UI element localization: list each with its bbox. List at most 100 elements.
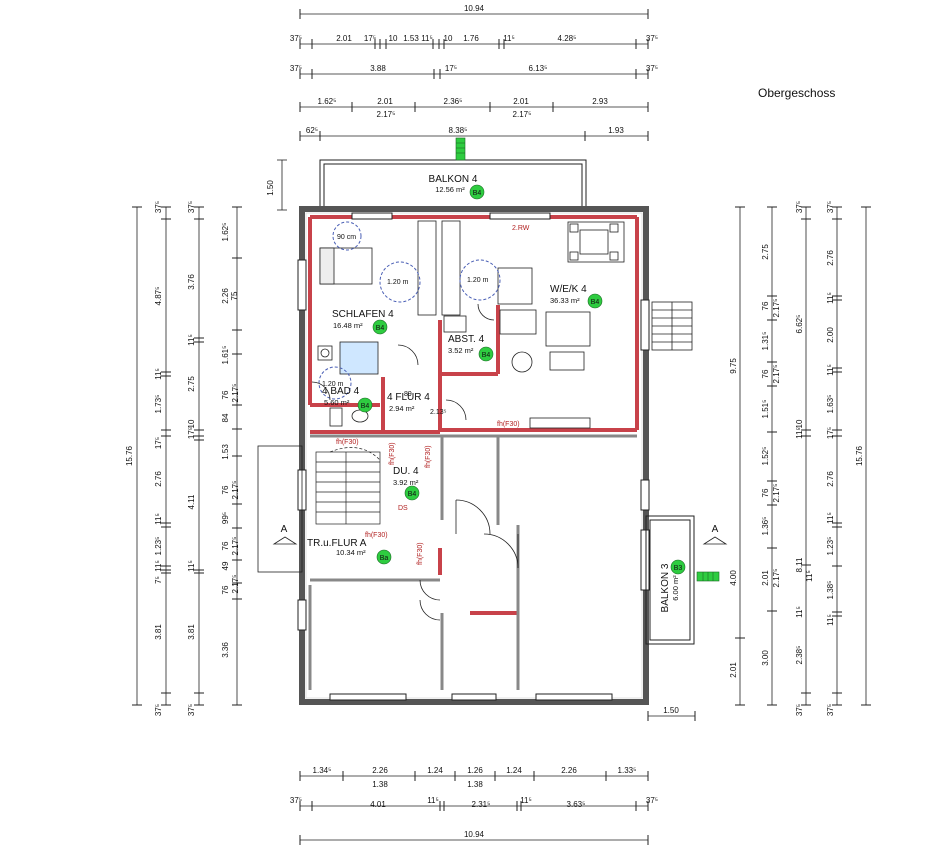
dim-right-c2b: 2.17⁵ [772, 569, 781, 588]
dim-bottom-r2: 37⁵ [646, 796, 658, 805]
dim-top-r2: 17⁵ [364, 34, 376, 43]
dim-left-c2: 1.23⁵ [154, 537, 163, 556]
dim-left-c3: 11⁵ [187, 560, 196, 572]
right-dimension-texts: 9.75 4.00 2.01 2.75 76 1.31⁵ 76 1.51⁵ 1.… [729, 201, 864, 716]
dim-top-r4: 2.93 [592, 97, 608, 106]
room-name-du: DU. 4 [393, 466, 419, 477]
left-dimension-texts: 15.76 37⁵ 4.87⁵ 11⁵ 1.73⁵ 17⁵ 2.76 11⁵ 1… [125, 201, 240, 716]
dim-left-c4: 2.26 [221, 288, 230, 304]
dim-top-r4b: 2.17⁵ [513, 110, 532, 119]
dim-left-c2: 1.73⁵ [154, 395, 163, 414]
dim-right-c3: 8.11 [795, 557, 804, 573]
top-dimensions [299, 9, 649, 141]
room-area-balkon4: 12.56 m² [435, 185, 465, 194]
dim-top-r4: 2.01 [513, 97, 529, 106]
svg-text:B3: B3 [674, 565, 683, 572]
dim-balcony-depth-top: 1.50 [266, 180, 275, 196]
dim-bottom-r1: 1.26 [467, 766, 483, 775]
misc-labels: 90 cm 1.20 m 1.20 m 1.20 m 2.RW fh(F30) … [322, 225, 530, 565]
dim-top-total: 10.94 [464, 4, 485, 13]
dim-left-c2: 2.76 [154, 471, 163, 487]
dim-right-c4: 1.63⁵ [826, 395, 835, 414]
dim-left-c2: 11⁵ [154, 560, 163, 572]
room-area-trflur: 10.34 m² [336, 548, 366, 557]
dim-right-c3: 11⁵ [795, 427, 804, 439]
label-rw: 2.RW [512, 225, 530, 232]
dim-right-c4: 1.38⁵ [826, 581, 835, 600]
room-area-du: 3.92 m² [393, 478, 419, 487]
dim-right-c4: 11⁵ [826, 512, 835, 524]
label-door-213: 2.13⁵ [430, 409, 447, 416]
dim-right-c2: 2.75 [761, 244, 770, 260]
dim-left-c3: 11⁵ [187, 334, 196, 346]
dim-right-c4: 11⁵ [826, 614, 835, 626]
label-radius-3: 1.20 m [322, 381, 344, 388]
room-area-abst: 3.52 m² [448, 346, 474, 355]
dim-right-c2: 3.00 [761, 650, 770, 666]
top-dimension-texts: 10.94 37⁵ 2.01 17⁵ 10 1.53 11⁵ 10 1.76 1… [290, 4, 658, 135]
room-area-flur: 2.94 m² [389, 404, 415, 413]
dim-left-c4: 49 [221, 561, 230, 570]
dim-right-c3: 37⁵ [795, 201, 804, 213]
room-name-trflur: TR.u.FLUR A [307, 538, 367, 549]
dim-top-r2: 10 [389, 34, 398, 43]
room-name-flur: 4 FLUR 4 [387, 392, 430, 403]
dim-left-c3: 37⁵ [187, 201, 196, 213]
dim-right-c2: 2.01 [761, 570, 770, 586]
room-name-bad: 4 BAD 4 [322, 386, 360, 397]
label-ds: DS [398, 505, 408, 512]
right-dimensions [735, 206, 871, 706]
dim-bottom-r2: 3.63⁵ [567, 800, 586, 809]
dim-top-r3: 3.88 [370, 64, 386, 73]
dim-top-r3: 37⁵ [646, 64, 658, 73]
badge-balkon4: B4 [469, 184, 485, 200]
dim-left-c4: 76 [221, 541, 230, 550]
outer-wall-inner [305, 212, 643, 699]
dim-left-c4: 76 [221, 390, 230, 399]
dim-bottom-r2: 37⁵ [290, 796, 302, 805]
dim-top-r2: 4.28⁵ [558, 34, 577, 43]
dim-bottom-r2: 11⁵ [427, 796, 439, 805]
dim-right-c4: 2.76 [826, 471, 835, 487]
badge-wek: B4 [587, 293, 603, 309]
dim-left-c2: 11⁵ [154, 513, 163, 525]
dim-right-c2b: 2.17⁵ [772, 299, 781, 318]
label-radius-1: 1.20 m [387, 279, 409, 286]
room-name-wek: W/E/K 4 [550, 284, 587, 295]
dim-right-c4: 17⁵ [826, 427, 835, 439]
exterior-stair [651, 301, 693, 351]
dim-top-r3: 6.13⁵ [529, 64, 548, 73]
dim-top-r2: 2.01 [336, 34, 352, 43]
dim-left-c3: 3.81 [187, 624, 196, 640]
dim-right-c4: 2.00 [826, 327, 835, 343]
dim-left-c3: 3.76 [187, 274, 196, 290]
dim-right-c3: 11⁵ [795, 606, 804, 618]
stair-arrow-top-lines [456, 142, 465, 154]
label-door-89: 89 [404, 391, 412, 398]
dim-left-c4: 1.61⁵ [221, 346, 230, 365]
kitchen-counters [417, 220, 625, 429]
dim-bottom-r2: 2.31⁵ [472, 800, 491, 809]
dim-left-c3: 10 [187, 419, 196, 428]
room-area-balkon3: 6.00 m² [671, 575, 680, 601]
dim-left-c4: 1.53 [221, 444, 230, 460]
svg-text:B4: B4 [591, 299, 600, 306]
dim-bottom-r1b: 1.38 [372, 780, 388, 789]
dim-right-c3: 10 [795, 419, 804, 428]
dim-right-c4: 1.23⁵ [826, 537, 835, 556]
dim-bottom-r1: 1.33⁵ [618, 766, 637, 775]
dim-right-c2: 1.36⁵ [761, 517, 770, 536]
dim-right-c2b: 2.17⁵ [772, 365, 781, 384]
dim-left-total: 15.76 [125, 445, 134, 466]
dim-right-c2: 1.52⁵ [761, 447, 770, 466]
dim-top-r3: 17⁵ [445, 64, 457, 73]
dim-left-c3: 2.75 [187, 376, 196, 392]
dim-right-c3: 2.38⁵ [795, 646, 804, 665]
dim-top-r2: 37⁵ [290, 34, 302, 43]
section-a-right: A [712, 524, 719, 535]
dim-bottom-total: 10.94 [464, 830, 485, 839]
dim-right-c4: 2.76 [826, 250, 835, 266]
dim-left-c3: 37⁵ [187, 704, 196, 716]
svg-text:Ba: Ba [380, 555, 389, 562]
